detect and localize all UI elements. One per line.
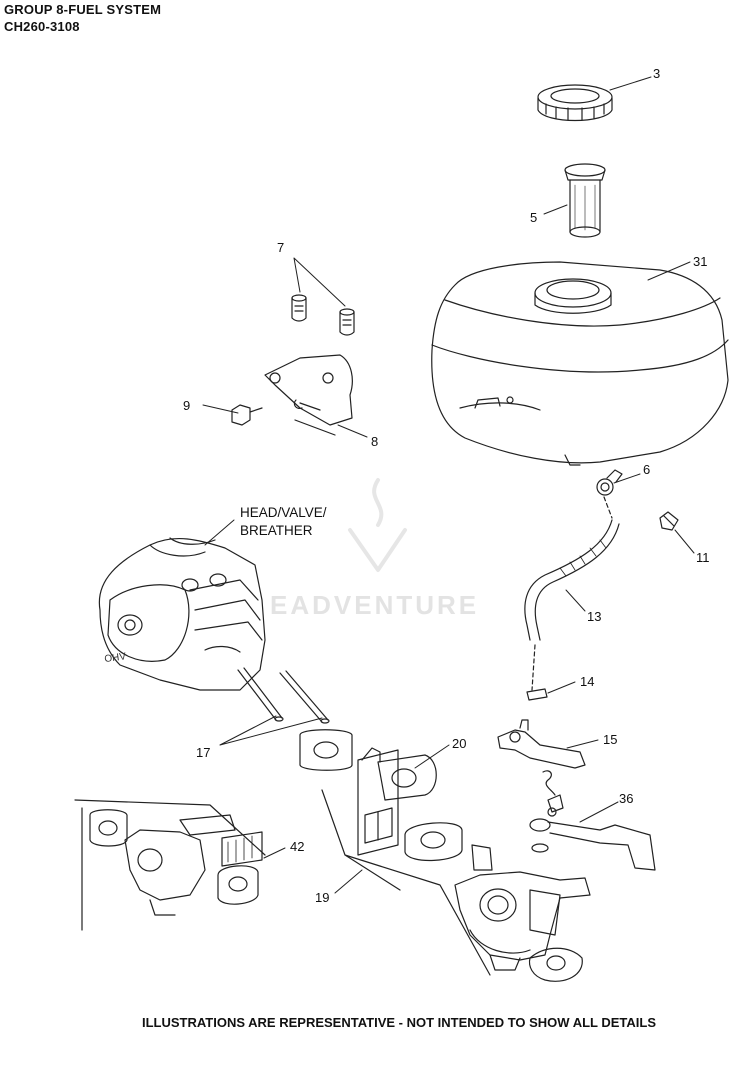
callout-17: 17 — [196, 745, 210, 760]
fuel-cap-part — [537, 84, 613, 122]
small-clip-part — [526, 688, 548, 701]
studs-part — [237, 667, 330, 724]
callout-13: 13 — [587, 609, 601, 624]
callout-36: 36 — [619, 791, 633, 806]
callout-6: 6 — [643, 462, 650, 477]
head-valve-label: HEAD/VALVE/ — [240, 505, 327, 520]
callout-31: 31 — [693, 254, 707, 269]
carburetor-assembly-part — [74, 799, 266, 931]
choke-lever-part — [529, 818, 656, 871]
callout-19: 19 — [315, 890, 329, 905]
bracket-part — [264, 354, 353, 436]
watermark-logo-icon — [348, 478, 407, 572]
throttle-lever-part — [497, 719, 586, 769]
bolt-part — [231, 404, 263, 426]
svg-text:OHV: OHV — [104, 651, 127, 665]
gasket-kit-part — [299, 729, 491, 976]
callout-8: 8 — [371, 434, 378, 449]
fuel-strainer-part — [564, 163, 606, 238]
fuel-fitting-part — [596, 469, 623, 496]
carburetor-part — [454, 844, 591, 982]
callout-15: 15 — [603, 732, 617, 747]
fuel-tank-part — [431, 261, 729, 466]
callout-7: 7 — [277, 240, 284, 255]
callout-42: 42 — [290, 839, 304, 854]
callout-5: 5 — [530, 210, 537, 225]
fuel-line-part — [524, 496, 620, 691]
page-title: GROUP 8-FUEL SYSTEM — [4, 2, 162, 17]
leader-lines — [202, 76, 695, 894]
callout-3: 3 — [653, 66, 660, 81]
callout-14: 14 — [580, 674, 594, 689]
callout-20: 20 — [452, 736, 466, 751]
callout-11: 11 — [696, 550, 710, 565]
callout-9: 9 — [183, 398, 190, 413]
hose-clip-part — [659, 511, 679, 531]
watermark-text: EADVENTURE — [270, 590, 480, 620]
part-code: CH260-3108 — [4, 19, 80, 34]
breather-label: BREATHER — [240, 523, 313, 538]
screws-part — [291, 294, 355, 336]
spring-part — [542, 770, 564, 817]
head-valve-breather-part: OHV — [98, 537, 266, 691]
footer-disclaimer: ILLUSTRATIONS ARE REPRESENTATIVE - NOT I… — [142, 1015, 656, 1030]
